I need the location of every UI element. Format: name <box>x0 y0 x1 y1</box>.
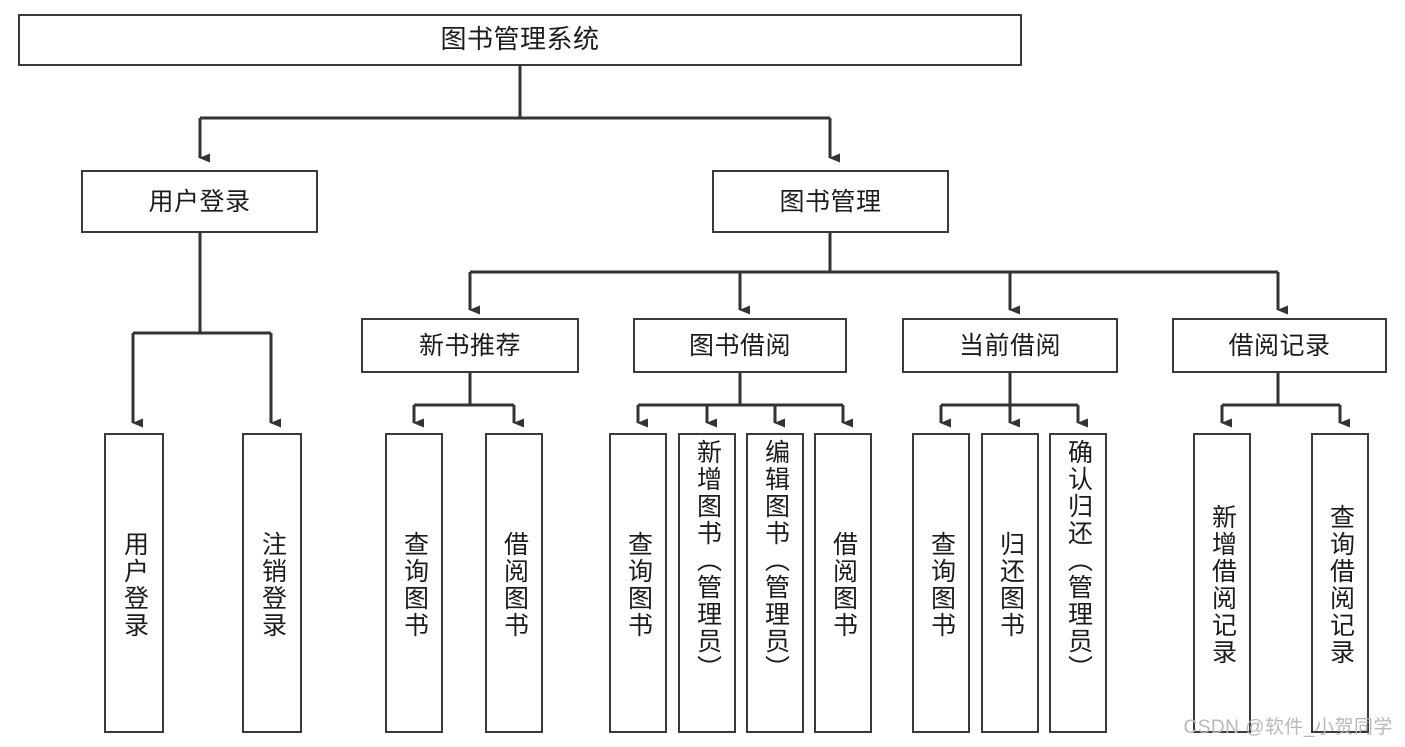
node-label: 归还图书 <box>996 531 1025 639</box>
node-book-management[interactable]: 图书管理 <box>712 170 949 233</box>
leaf-query-book-borrow[interactable]: 查询图书 <box>609 433 667 733</box>
node-current-borrow[interactable]: 当前借阅 <box>902 318 1118 373</box>
node-label: 借阅图书 <box>500 531 529 639</box>
node-label: 编辑图书（管理员） <box>761 439 790 682</box>
node-label: 查询图书 <box>624 531 653 639</box>
node-label: 图书管理系统 <box>440 24 600 55</box>
leaf-query-book-current[interactable]: 查询图书 <box>912 433 970 733</box>
node-label: 当前借阅 <box>958 331 1061 360</box>
node-root-system[interactable]: 图书管理系统 <box>18 14 1022 66</box>
watermark-text: CSDN @软件_小贺同学 <box>1183 717 1393 738</box>
node-label: 查询图书 <box>927 531 956 639</box>
node-book-borrow[interactable]: 图书借阅 <box>633 318 847 373</box>
node-label: 图书管理 <box>779 187 882 216</box>
node-label: 确认归还（管理员） <box>1064 439 1093 682</box>
node-label: 借阅记录 <box>1228 331 1331 360</box>
leaf-add-borrow-record[interactable]: 新增借阅记录 <box>1193 433 1251 733</box>
node-borrow-record[interactable]: 借阅记录 <box>1172 318 1387 373</box>
leaf-confirm-return[interactable]: 确认归还（管理员） <box>1049 433 1107 733</box>
node-label: 图书借阅 <box>688 331 791 360</box>
node-label: 借阅图书 <box>829 531 858 639</box>
node-label: 新增借阅记录 <box>1208 504 1237 666</box>
leaf-edit-book[interactable]: 编辑图书（管理员） <box>746 433 804 733</box>
node-label: 注销登录 <box>258 531 287 639</box>
leaf-borrow-book-recommend[interactable]: 借阅图书 <box>485 433 543 733</box>
node-label: 用户登录 <box>120 531 149 639</box>
leaf-query-book-recommend[interactable]: 查询图书 <box>385 433 443 733</box>
leaf-add-book[interactable]: 新增图书（管理员） <box>678 433 736 733</box>
leaf-borrow-book[interactable]: 借阅图书 <box>814 433 872 733</box>
node-label: 新书推荐 <box>418 331 521 360</box>
leaf-query-borrow-record[interactable]: 查询借阅记录 <box>1311 433 1369 733</box>
leaf-return-book[interactable]: 归还图书 <box>981 433 1039 733</box>
node-label: 查询借阅记录 <box>1326 504 1355 666</box>
leaf-user-login[interactable]: 用户登录 <box>104 433 164 733</box>
node-user-login[interactable]: 用户登录 <box>81 170 318 233</box>
node-new-book-recommend[interactable]: 新书推荐 <box>361 318 579 373</box>
node-label: 新增图书（管理员） <box>693 439 722 682</box>
node-label: 查询图书 <box>400 531 429 639</box>
node-label: 用户登录 <box>148 187 251 216</box>
leaf-logout[interactable]: 注销登录 <box>242 433 302 733</box>
